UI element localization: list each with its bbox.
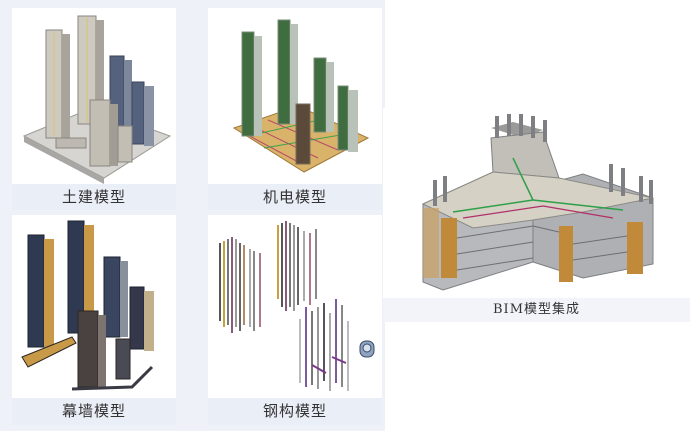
civil-model-caption: 土建模型 [12, 184, 176, 210]
panel-bim-integration-model: BIM模型集成 [383, 108, 690, 322]
mep-model-image [208, 8, 382, 184]
steel-structure-model-image [208, 215, 382, 398]
panel-civil-model: 土建模型 [12, 8, 176, 210]
panel-mep-model: 机电模型 [208, 8, 382, 210]
bim-integration-model-image [383, 108, 690, 298]
panel-curtain-wall-model: 幕墙模型 [12, 215, 176, 425]
civil-model-image [12, 8, 176, 184]
mep-model-caption: 机电模型 [208, 184, 382, 210]
compass-icon [359, 340, 375, 358]
panel-steel-structure-model: 钢构模型 [208, 215, 382, 425]
steel-structure-model-caption: 钢构模型 [208, 398, 382, 425]
bim-integration-model-caption: BIM模型集成 [383, 298, 690, 322]
curtain-wall-model-image [12, 215, 176, 398]
curtain-wall-model-caption: 幕墙模型 [12, 398, 176, 425]
